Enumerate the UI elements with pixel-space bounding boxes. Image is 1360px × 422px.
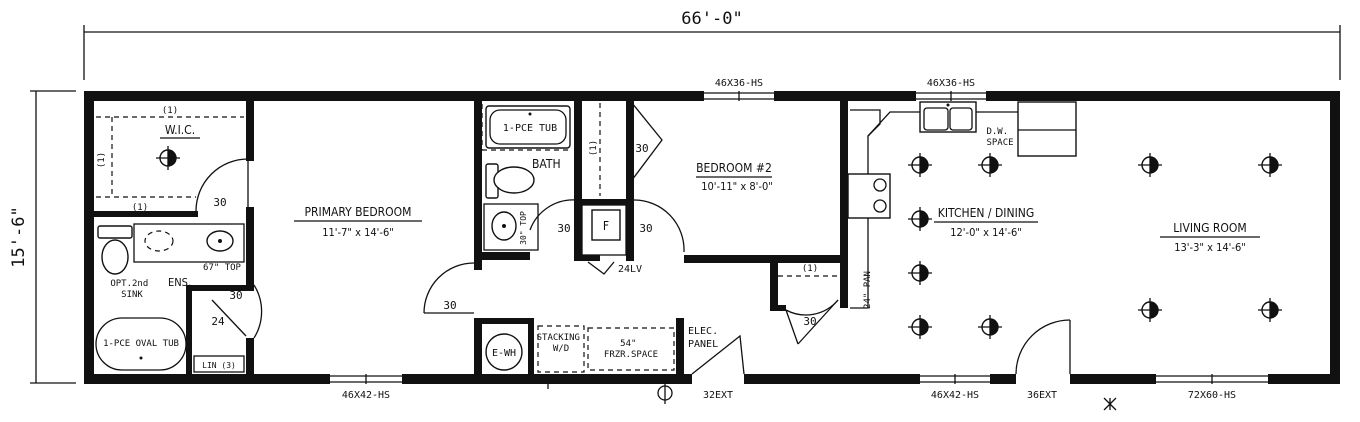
svg-text:30: 30 <box>635 142 648 155</box>
dimension-overall-length: 66'-0" <box>83 9 1341 80</box>
dw-line1: D.W. <box>986 127 1008 137</box>
living-room-size: 13'-3" x 14'-6" <box>1174 241 1246 254</box>
svg-text:LIN (3): LIN (3) <box>202 361 236 370</box>
svg-text:(1): (1) <box>97 152 107 168</box>
elec-line2: PANEL <box>688 339 718 350</box>
light-icon <box>908 315 932 339</box>
light-icon <box>1138 298 1162 322</box>
svg-text:30: 30 <box>213 196 226 209</box>
svg-text:OPT.2nd SINK: OPT.2nd SINK <box>110 279 153 300</box>
svg-text:30: 30 <box>803 315 816 328</box>
light-icon <box>908 153 932 177</box>
frzr-line2: FRZR.SPACE <box>604 350 658 360</box>
light-icon <box>908 261 932 285</box>
shelving: (1) (1) (1) (1) (1) <box>96 103 840 277</box>
elec-line1: ELEC. <box>688 326 718 337</box>
light-icon <box>908 207 932 231</box>
width-label: 15'-6" <box>9 206 29 267</box>
room-labels: W.I.C. PRIMARY BEDROOM 11'-7" x 14'-6" B… <box>160 123 1260 254</box>
frzr-line1: 54" <box>620 339 636 349</box>
stacking-line1: STACKING <box>537 333 580 343</box>
svg-text:(1): (1) <box>589 140 599 156</box>
svg-text:24: 24 <box>211 315 225 328</box>
window-bottom-kitchen: 46X42-HS <box>920 374 990 401</box>
stacking-line2: W/D <box>553 344 569 354</box>
svg-text:(1): (1) <box>132 203 148 213</box>
svg-text:24LV: 24LV <box>618 264 642 275</box>
bath-fixtures: 1-PCE TUB BATH 30" TOP <box>481 104 572 251</box>
light-icon <box>1258 298 1282 322</box>
svg-text:24" PAN: 24" PAN <box>863 271 873 309</box>
window-bottom-living: 72X60-HS <box>1156 374 1268 401</box>
svg-text:ENS.: ENS. <box>168 276 191 289</box>
svg-text:46X42-HS: 46X42-HS <box>342 390 390 401</box>
svg-text:54" FRZR.SPACE: 54" FRZR.SPACE <box>604 339 658 360</box>
light-icon <box>978 153 1002 177</box>
wic-label: W.I.C. <box>165 123 195 137</box>
window-bottom-primary: 46X42-HS <box>330 374 402 401</box>
opt-sink-line1: OPT.2nd <box>110 279 148 289</box>
light-icon <box>978 315 1002 339</box>
utility-fixtures: E-WH STACKING W/D 54" FRZR.SPACE ELEC. P… <box>485 325 1117 411</box>
light-icon <box>156 146 180 170</box>
opt-sink-line2: SINK <box>121 290 143 300</box>
svg-text:46X36-HS: 46X36-HS <box>927 78 975 89</box>
ensuite-fixtures: 67" TOP OPT.2nd SINK ENS. 1-PCE OVAL TUB… <box>95 223 245 373</box>
bedroom2-name: BEDROOM #2 <box>696 161 772 175</box>
dw-line2: SPACE <box>986 138 1013 148</box>
svg-text:30: 30 <box>639 222 652 235</box>
svg-text:F: F <box>603 219 609 233</box>
svg-text:30: 30 <box>557 222 570 235</box>
svg-text:1-PCE TUB: 1-PCE TUB <box>503 123 557 134</box>
svg-text:ELEC. PANEL: ELEC. PANEL <box>688 326 724 350</box>
interior-walls <box>94 101 848 374</box>
light-icon <box>1138 153 1162 177</box>
length-label: 66'-0" <box>681 9 742 29</box>
ceiling-lights <box>156 146 1282 339</box>
bedroom2-size: 10'-11" x 8'-0" <box>701 180 773 193</box>
svg-text:32EXT: 32EXT <box>703 390 733 401</box>
living-room-name: LIVING ROOM <box>1173 221 1246 235</box>
kitchen-size: 12'-0" x 14'-6" <box>950 226 1022 239</box>
svg-text:BATH: BATH <box>532 157 561 171</box>
doors: 30 30 30 30 30 30 30 24 32EXT 36EXT <box>195 102 1071 401</box>
svg-text:1-PCE OVAL TUB: 1-PCE OVAL TUB <box>103 339 179 349</box>
svg-text:STACKING W/D: STACKING W/D <box>537 333 586 354</box>
furnace-area: F 24LV <box>581 204 642 275</box>
svg-text:E-WH: E-WH <box>492 348 516 359</box>
primary-bedroom-name: PRIMARY BEDROOM <box>305 205 412 219</box>
svg-text:(1): (1) <box>162 106 178 116</box>
kitchen-counters: D.W. SPACE 24" PAN <box>847 101 1077 309</box>
svg-text:46X36-HS: 46X36-HS <box>715 78 763 89</box>
light-icon <box>1258 153 1282 177</box>
svg-text:67" TOP: 67" TOP <box>203 263 242 273</box>
svg-text:36EXT: 36EXT <box>1027 390 1057 401</box>
svg-text:(1): (1) <box>802 264 818 274</box>
svg-text:30: 30 <box>229 289 242 302</box>
svg-text:46X42-HS: 46X42-HS <box>931 390 979 401</box>
dimension-overall-width: 15'-6" <box>9 90 76 384</box>
windows: 46X36-HS 46X36-HS 46X42-HS 46X42-HS 72X6… <box>330 78 1268 401</box>
kitchen-name: KITCHEN / DINING <box>938 206 1034 220</box>
window-top-kitchen: 46X36-HS <box>916 78 986 101</box>
svg-text:72X60-HS: 72X60-HS <box>1188 390 1236 401</box>
window-top-bed2: 46X36-HS <box>704 78 774 101</box>
svg-text:30: 30 <box>443 299 456 312</box>
svg-text:D.W. SPACE: D.W. SPACE <box>986 127 1013 148</box>
svg-text:30" TOP: 30" TOP <box>519 211 528 245</box>
primary-bedroom-size: 11'-7" x 14'-6" <box>322 226 394 239</box>
